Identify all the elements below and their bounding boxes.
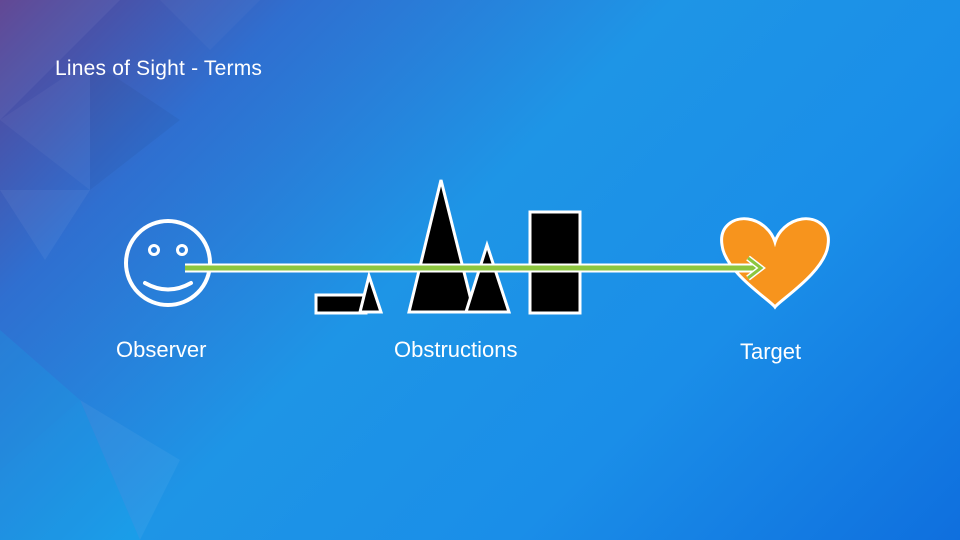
small-rectangle-obstruction bbox=[314, 293, 368, 315]
heart-icon bbox=[720, 217, 830, 310]
small-triangle-obstruction bbox=[358, 270, 384, 314]
smiley-face-icon bbox=[124, 219, 212, 307]
slide-title: Lines of Sight - Terms bbox=[55, 57, 263, 80]
obstructions-label: Obstructions bbox=[394, 337, 518, 362]
tall-triangle-obstruction bbox=[407, 179, 476, 314]
tall-rectangle-obstruction bbox=[528, 210, 582, 315]
target-label: Target bbox=[740, 339, 802, 364]
observer-label: Observer bbox=[116, 337, 207, 362]
medium-triangle-obstruction bbox=[463, 240, 512, 314]
line-of-sight-arrow bbox=[185, 255, 766, 281]
obstructions-group bbox=[314, 179, 582, 315]
